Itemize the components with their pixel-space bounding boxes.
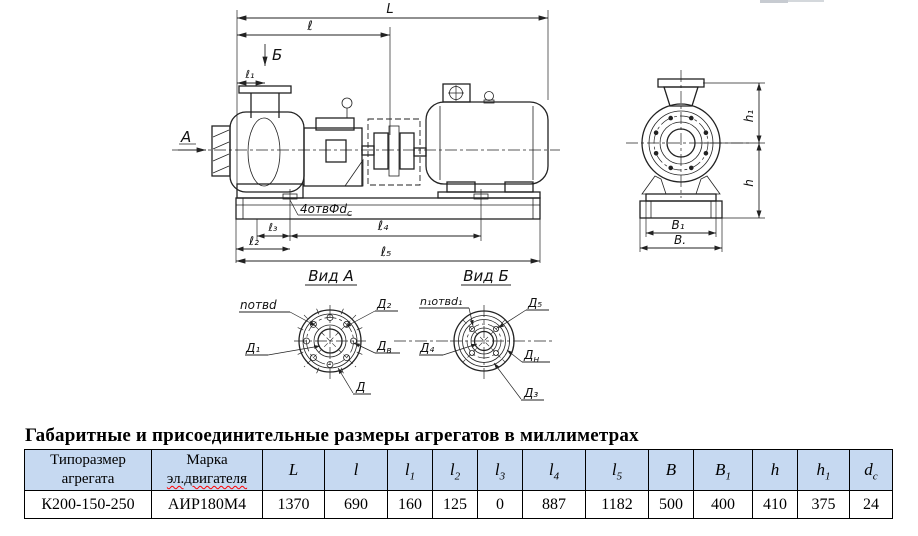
label-a-holes: nотвd xyxy=(240,298,277,312)
dim-label-l5: ℓ₅ xyxy=(380,245,392,260)
label-b-d3: Д₃ xyxy=(523,386,538,400)
dim-label-h: h xyxy=(742,179,756,187)
dim-label-l4: ℓ₄ xyxy=(377,219,389,234)
label-a-dv: Дв xyxy=(376,339,392,356)
cell-B: 500 xyxy=(648,490,694,519)
cell-l5: 1182 xyxy=(585,490,649,519)
cell-B1: 400 xyxy=(693,490,753,519)
label-a-d1: Д₁ xyxy=(245,341,260,355)
holes-note-base: 4отвФd xyxy=(300,202,347,216)
cell-motor: АИР180М4 xyxy=(151,490,263,519)
label-a-d: Д xyxy=(355,380,365,394)
flange-view-a: Вид А nотвd Д₂ Д₁ Дв Д xyxy=(239,267,400,395)
view-a-title: Вид А xyxy=(308,267,353,285)
table-title: Габаритные и присоединительные размеры а… xyxy=(25,425,639,446)
label-a-dv-sub: в xyxy=(386,346,391,356)
scan-artifact xyxy=(788,0,824,2)
col-header-h: h xyxy=(752,449,798,491)
label-b-d5: Д₅ xyxy=(527,296,542,310)
dim-label-h1: h₁ xyxy=(742,110,756,123)
col-header-l1: l1 xyxy=(387,449,433,491)
cell-l2: 125 xyxy=(432,490,478,519)
col-header-B1: B1 xyxy=(693,449,753,491)
holes-note: 4отвФdc xyxy=(300,202,352,219)
view-b-title: Вид Б xyxy=(463,267,508,285)
label-a-dv-base: Д xyxy=(376,339,386,353)
dim-label-B: В. xyxy=(674,233,686,247)
cell-h: 410 xyxy=(752,490,798,519)
view-arrow-a: А xyxy=(180,128,191,146)
label-b-dn: Дн xyxy=(523,348,539,365)
cell-L: 1370 xyxy=(262,490,325,519)
dim-label-L: L xyxy=(386,2,393,17)
col-header-l3: l3 xyxy=(477,449,523,491)
col-header-L: L xyxy=(262,449,325,491)
assembly-drawing: L ℓ Б ℓ₁ А xyxy=(172,2,765,401)
cell-l4: 887 xyxy=(522,490,586,519)
col-header-h1: h1 xyxy=(797,449,850,491)
col-header-l5: l5 xyxy=(585,449,649,491)
dim-label-l: ℓ xyxy=(306,19,312,34)
cell-h1: 375 xyxy=(797,490,850,519)
dim-label-l2: ℓ₂ xyxy=(248,234,259,248)
col-header-dc: dc xyxy=(849,449,893,491)
col-header-l2: l2 xyxy=(432,449,478,491)
flange-view-b: Вид Б n₁отвd₁ Д₅ Д₄ Дн Д₃ xyxy=(394,267,552,401)
label-b-holes: n₁отвd₁ xyxy=(420,295,462,308)
label-b-dn-base: Д xyxy=(523,348,533,362)
cell-l: 690 xyxy=(324,490,388,519)
dim-label-B1: В₁ xyxy=(671,218,684,232)
cell-type: К200-150-250 xyxy=(24,490,152,519)
cell-dc: 24 xyxy=(849,490,893,519)
cell-l1: 160 xyxy=(387,490,433,519)
col-header-B: B xyxy=(648,449,694,491)
scan-artifact xyxy=(760,0,788,3)
label-a-d2: Д₂ xyxy=(376,297,391,311)
dim-label-l1: ℓ₁ xyxy=(245,68,255,81)
col-header-l: l xyxy=(324,449,388,491)
view-arrow-b: Б xyxy=(272,46,282,64)
dim-label-l3: ℓ₃ xyxy=(268,221,279,234)
end-view: h₁ h В₁ В. xyxy=(626,70,765,252)
side-view: L ℓ Б ℓ₁ А xyxy=(172,2,560,264)
label-b-dn-sub: н xyxy=(533,355,539,365)
label-b-d4: Д₄ xyxy=(419,341,434,355)
col-header-l4: l4 xyxy=(522,449,586,491)
cell-l3: 0 xyxy=(477,490,523,519)
holes-note-sub: c xyxy=(347,209,352,219)
